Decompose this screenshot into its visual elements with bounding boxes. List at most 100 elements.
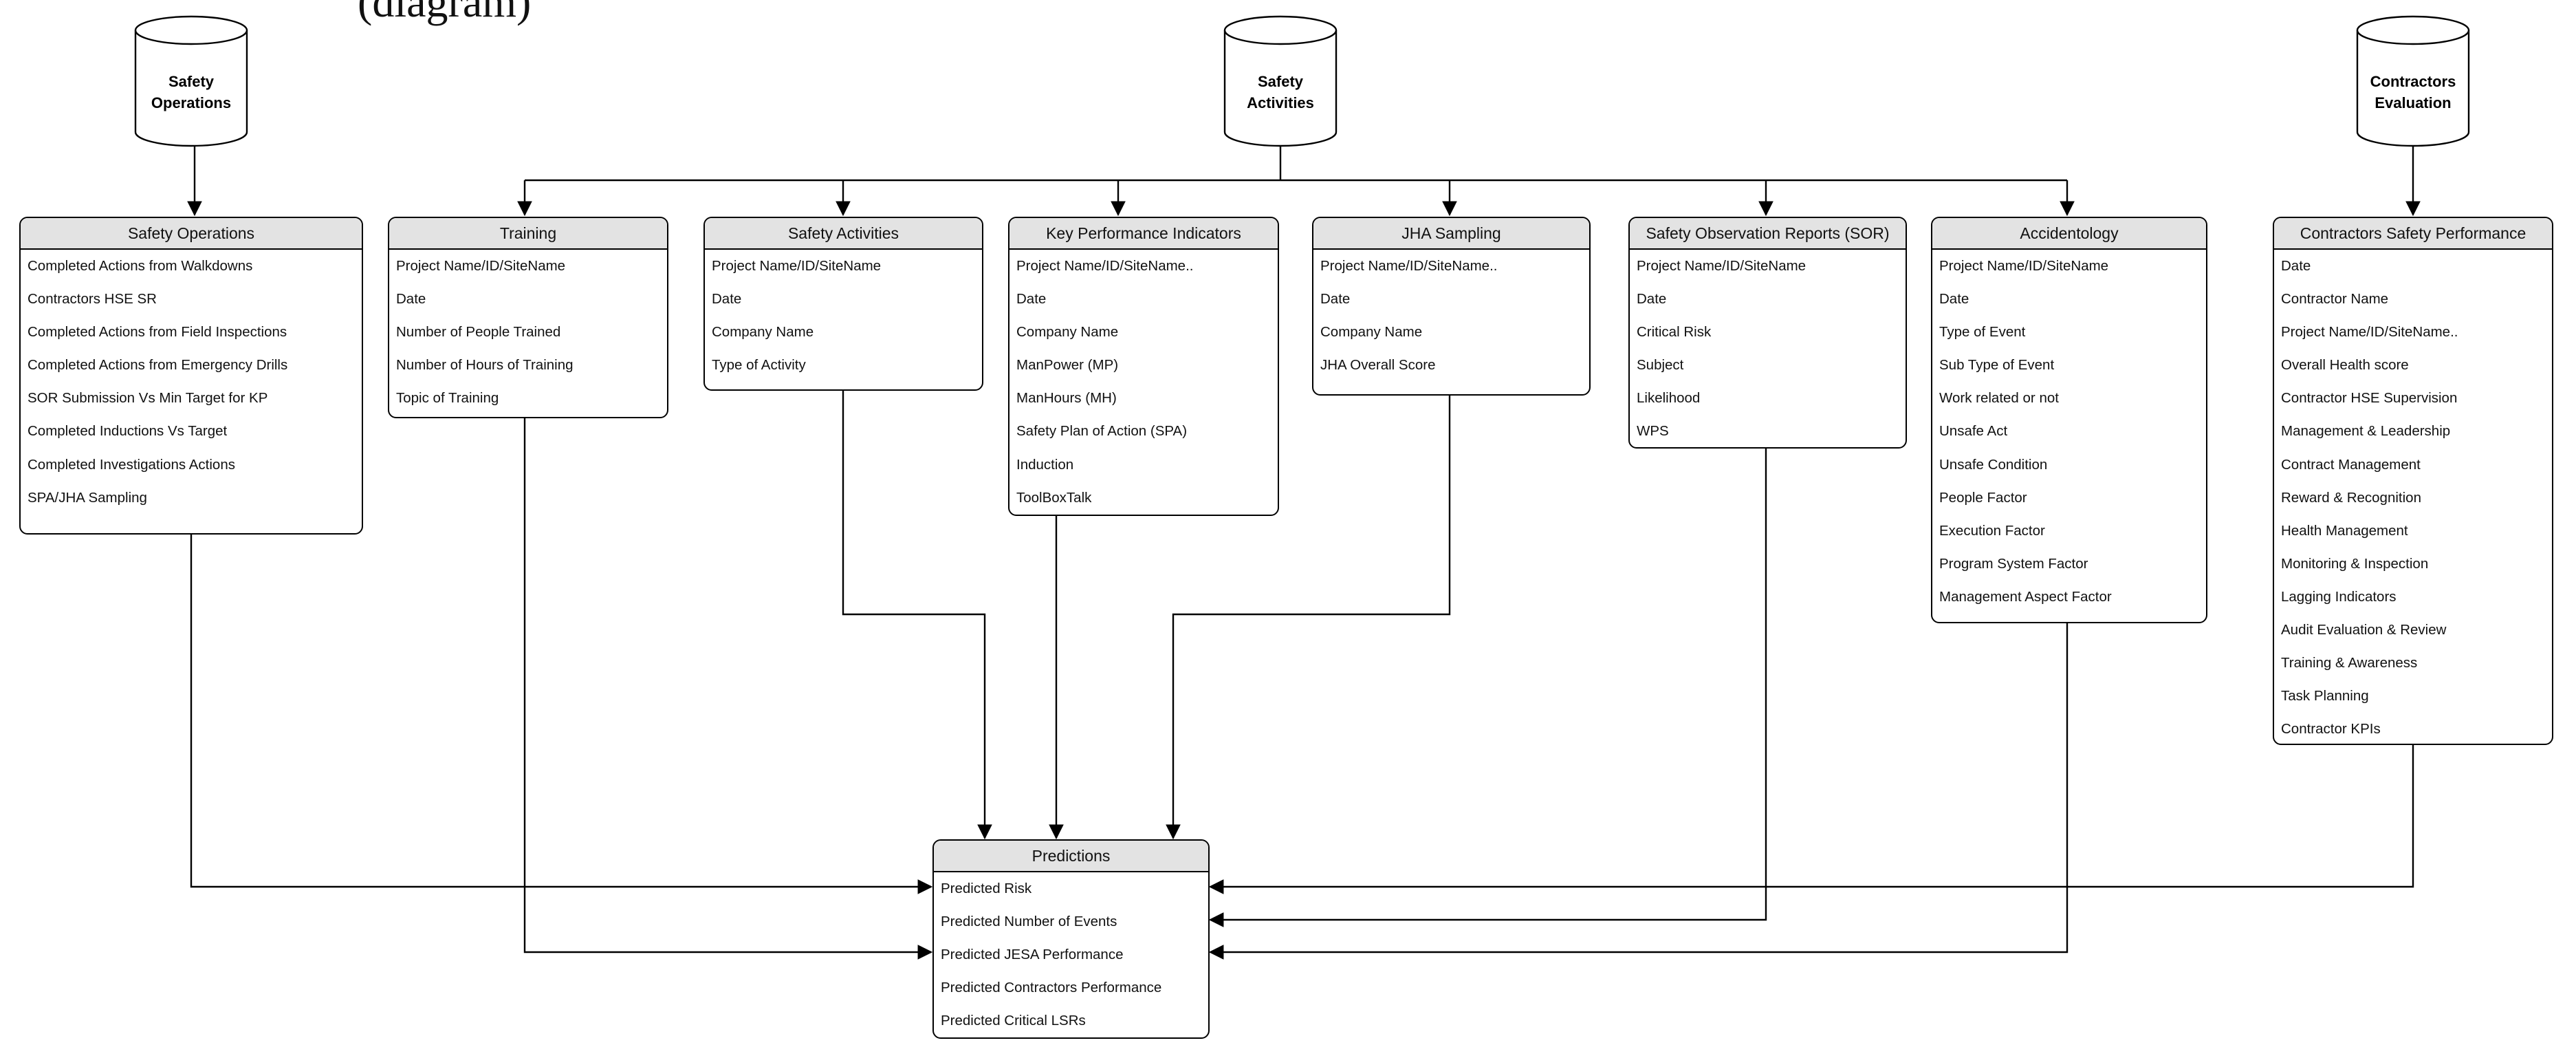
- entity-field: Lagging Indicators: [2281, 588, 2397, 605]
- entity-title: Safety Operations: [21, 218, 362, 250]
- edge-training-to-predictions: [523, 418, 933, 960]
- entity-field: Type of Activity: [712, 357, 806, 374]
- entity-safety-activities: Safety Activities Project Name/ID/SiteNa…: [703, 217, 983, 391]
- entity-field: Program System Factor: [1939, 555, 2088, 572]
- entity-field: Health Management: [2281, 522, 2408, 539]
- entity-field: Completed Actions from Field Inspections: [28, 324, 287, 341]
- database-contractors-evaluation: Contractors Evaluation: [2356, 15, 2470, 147]
- entity-field: Management Aspect Factor: [1939, 588, 2112, 605]
- entity-field: Training & Awareness: [2281, 655, 2418, 671]
- entity-field: ToolBoxTalk: [1016, 489, 1092, 506]
- entity-safety-operations: Safety Operations Completed Actions from…: [19, 217, 363, 535]
- entity-field: Unsafe Condition: [1939, 456, 2048, 473]
- entity-field: Management & Leadership: [2281, 423, 2451, 440]
- database-safety-operations: Safety Operations: [134, 15, 248, 147]
- db-label-line: Activities: [1247, 94, 1314, 111]
- edge-accidentology-to-predictions: [1208, 623, 2069, 960]
- entity-field: Date: [396, 291, 426, 308]
- entity-field: People Factor: [1939, 489, 2027, 506]
- entity-title: Predictions: [934, 841, 1208, 872]
- entity-field: ManPower (MP): [1016, 357, 1119, 374]
- entity-field: Contractors HSE SR: [28, 291, 157, 308]
- entity-field: Project Name/ID/SiteName: [396, 258, 566, 274]
- entity-field: Contractor Name: [2281, 291, 2389, 308]
- db-label-line: Safety: [168, 73, 215, 90]
- entity-field: Work related or not: [1939, 390, 2059, 407]
- entity-field: Date: [1637, 291, 1667, 308]
- entity-title: Contractors Safety Performance: [2274, 218, 2552, 250]
- entity-field: Monitoring & Inspection: [2281, 555, 2429, 572]
- entity-field: Project Name/ID/SiteName: [1939, 258, 2109, 274]
- entity-field: WPS: [1637, 423, 1669, 440]
- db-label-line: Evaluation: [2375, 94, 2452, 111]
- edge-jha-to-predictions: [1166, 395, 1451, 840]
- entity-field: Predicted Number of Events: [941, 914, 1117, 930]
- entity-field: Predicted Critical LSRs: [941, 1013, 1086, 1029]
- edge-safety-activities-to-predictions: [842, 390, 992, 840]
- entity-training: Training Project Name/ID/SiteName Date N…: [388, 217, 668, 418]
- entity-field: Company Name: [1016, 324, 1119, 341]
- entity-field: Likelihood: [1637, 390, 1701, 407]
- entity-field: Project Name/ID/SiteName..: [1320, 258, 1498, 274]
- entity-field: Critical Risk: [1637, 324, 1712, 341]
- entity-field: Execution Factor: [1939, 522, 2045, 539]
- edge-sor-to-predictions: [1208, 448, 1767, 927]
- entity-field: Date: [712, 291, 742, 308]
- entity-field: Induction: [1016, 456, 1074, 473]
- entity-field: SOR Submission Vs Min Target for KP: [28, 390, 268, 407]
- entity-field: Contractor HSE Supervision: [2281, 390, 2458, 407]
- entity-field: Topic of Training: [396, 390, 499, 407]
- entity-field: Subject: [1637, 357, 1684, 374]
- entity-field: Predicted Risk: [941, 881, 1032, 896]
- entity-field: Predicted JESA Performance: [941, 947, 1124, 963]
- entity-field: Project Name/ID/SiteName: [1637, 258, 1807, 274]
- entity-field: Predicted Contractors Performance: [941, 980, 1162, 996]
- db-label-line: Safety: [1257, 73, 1304, 90]
- entity-title: Accidentology: [1932, 218, 2206, 250]
- caption-fragment: (diagram): [0, 0, 531, 28]
- entity-field: Overall Health score: [2281, 357, 2409, 374]
- entity-title: Safety Observation Reports (SOR): [1630, 218, 1906, 250]
- entity-field: Contractor KPIs: [2281, 721, 2381, 737]
- entity-field: Number of Hours of Training: [396, 357, 574, 374]
- cylinder-icon: [134, 15, 248, 147]
- entity-title: Safety Activities: [705, 218, 982, 250]
- entity-field: Number of People Trained: [396, 324, 561, 341]
- entity-field: Audit Evaluation & Review: [2281, 622, 2447, 638]
- entity-field: Type of Event: [1939, 324, 2026, 341]
- entity-field: Safety Plan of Action (SPA): [1016, 423, 1188, 440]
- entity-title: JHA Sampling: [1313, 218, 1589, 250]
- entity-title: Training: [389, 218, 667, 250]
- entity-field: Task Planning: [2281, 688, 2369, 704]
- entity-predictions: Predictions Predicted Risk Predicted Num…: [932, 839, 1210, 1039]
- entity-field: Date: [1016, 291, 1047, 308]
- db-label-line: Contractors: [2370, 73, 2456, 90]
- database-safety-activities: Safety Activities: [1223, 15, 1338, 147]
- entity-field: Reward & Recognition: [2281, 489, 2421, 506]
- entity-accidentology: Accidentology Project Name/ID/SiteName D…: [1931, 217, 2207, 623]
- entity-field: Sub Type of Event: [1939, 357, 2055, 374]
- entity-field: Contract Management: [2281, 456, 2421, 473]
- entity-field: Date: [1939, 291, 1969, 308]
- entity-field: Unsafe Act: [1939, 423, 2008, 440]
- db-label-line: Operations: [151, 94, 232, 111]
- edge-safety-ops-to-predictions: [190, 534, 933, 894]
- entity-field: Company Name: [712, 324, 814, 341]
- entity-key-performance-indicators: Key Performance Indicators Project Name/…: [1008, 217, 1279, 516]
- entity-field: Project Name/ID/SiteName: [712, 258, 882, 274]
- entity-field: Completed Investigations Actions: [28, 456, 235, 473]
- entity-contractors-safety-performance: Contractors Safety Performance Date Cont…: [2273, 217, 2553, 745]
- entity-field: Project Name/ID/SiteName..: [2281, 324, 2458, 341]
- entity-field: Project Name/ID/SiteName..: [1016, 258, 1194, 274]
- edge-contractors-to-predictions: [1208, 744, 2414, 894]
- entity-field: SPA/JHA Sampling: [28, 489, 147, 506]
- entity-field: Completed Inductions Vs Target: [28, 423, 228, 440]
- entity-field: Date: [2281, 258, 2311, 274]
- entity-field: ManHours (MH): [1016, 390, 1117, 407]
- caption-text: (diagram): [358, 0, 532, 26]
- entity-title: Key Performance Indicators: [1009, 218, 1278, 250]
- entity-field: Completed Actions from Emergency Drills: [28, 357, 288, 374]
- entity-field: Completed Actions from Walkdowns: [28, 258, 253, 274]
- entity-jha-sampling: JHA Sampling Project Name/ID/SiteName.. …: [1312, 217, 1591, 396]
